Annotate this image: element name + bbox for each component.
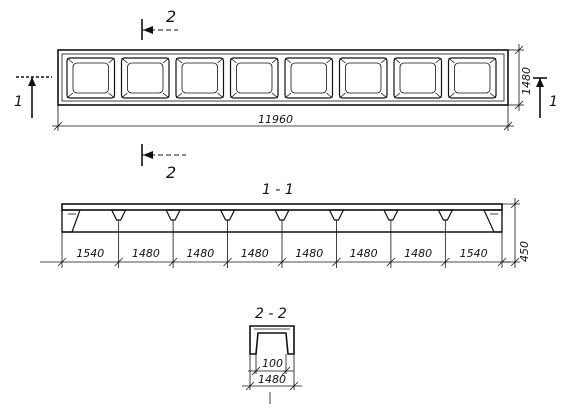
section-1-height-label: 450: [518, 241, 531, 262]
span-label: 1480: [404, 247, 432, 260]
plan-cell: [66, 57, 116, 99]
cells: [66, 57, 497, 99]
plan-cell: [120, 57, 170, 99]
span-label: 1480: [350, 247, 378, 260]
plan-cell: [338, 57, 388, 99]
rib: [328, 209, 345, 232]
span-label: 1480: [186, 247, 214, 260]
plan-width-label: 1480: [520, 67, 533, 95]
section-2-width-label: 1480: [258, 373, 286, 386]
plan-cell: [447, 57, 497, 99]
rib: [165, 209, 182, 232]
span-label: 1540: [460, 247, 488, 260]
rib: [110, 209, 127, 232]
span-label: 1480: [241, 247, 269, 260]
ribs: [110, 209, 454, 232]
span-label: 1480: [295, 247, 323, 260]
span-tick: [441, 257, 450, 267]
slab-outline: [57, 49, 509, 106]
section-2-profile: [249, 325, 295, 355]
section-2-2: 2 - 2 100 1480: [242, 306, 302, 404]
span-tick: [332, 257, 341, 267]
rib: [219, 209, 236, 232]
cut-1-marker-right: 1: [533, 77, 558, 118]
span-tick: [497, 257, 507, 267]
span-tick: [223, 257, 232, 267]
span-dimensions: 1540 1480 1480 1480 1480 1480 1480 1540: [57, 232, 507, 268]
section-1-title: 1 - 1: [262, 182, 294, 198]
span-tick: [57, 257, 67, 267]
plan-view: 1480 11960 1 1 2: [14, 7, 558, 182]
beam-outline: [61, 203, 503, 211]
cut-2-marker-top: 2: [141, 7, 178, 40]
plan-cell: [393, 57, 443, 99]
span-label: 1540: [76, 247, 104, 260]
svg-text:1: 1: [549, 94, 558, 110]
plan-cell: [229, 57, 279, 99]
cut-2-marker-bottom: 2: [141, 144, 186, 182]
span-label: 1480: [132, 247, 160, 260]
svg-text:1: 1: [14, 94, 23, 110]
plan-cell: [175, 57, 225, 99]
svg-text:2: 2: [166, 7, 176, 26]
span-tick: [114, 257, 123, 267]
section-2-title: 2 - 2: [255, 306, 287, 322]
plan-cell: [284, 57, 334, 99]
rib: [274, 209, 290, 232]
span-tick: [168, 257, 178, 267]
rib: [437, 209, 454, 232]
plan-length-label: 11960: [258, 113, 293, 126]
rib: [382, 209, 399, 232]
svg-text:2: 2: [166, 163, 176, 182]
cut-1-marker-left: 1: [14, 76, 52, 118]
span-tick: [386, 257, 396, 267]
section-2-inner-label: 100: [262, 357, 283, 370]
span-tick: [277, 257, 287, 267]
